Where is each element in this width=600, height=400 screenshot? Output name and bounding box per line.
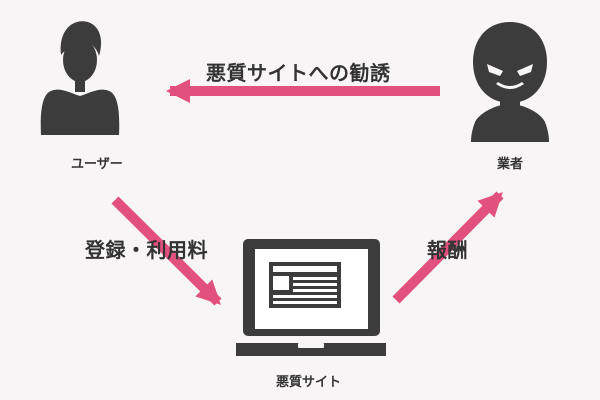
site-label: 悪質サイト <box>276 375 342 390</box>
masked-person-icon <box>471 22 549 142</box>
solicitation-label: 悪質サイトへの勧誘 <box>206 61 391 85</box>
user-icon <box>40 21 120 135</box>
reward-label: 報酬 <box>427 238 468 262</box>
vendor-label: 業者 <box>497 157 524 172</box>
arrow-reward <box>392 191 504 304</box>
user-label: ユーザー <box>71 157 123 172</box>
registration-label: 登録・利用料 <box>85 238 208 262</box>
laptop-icon <box>236 239 386 356</box>
arrow-registration <box>111 196 222 306</box>
